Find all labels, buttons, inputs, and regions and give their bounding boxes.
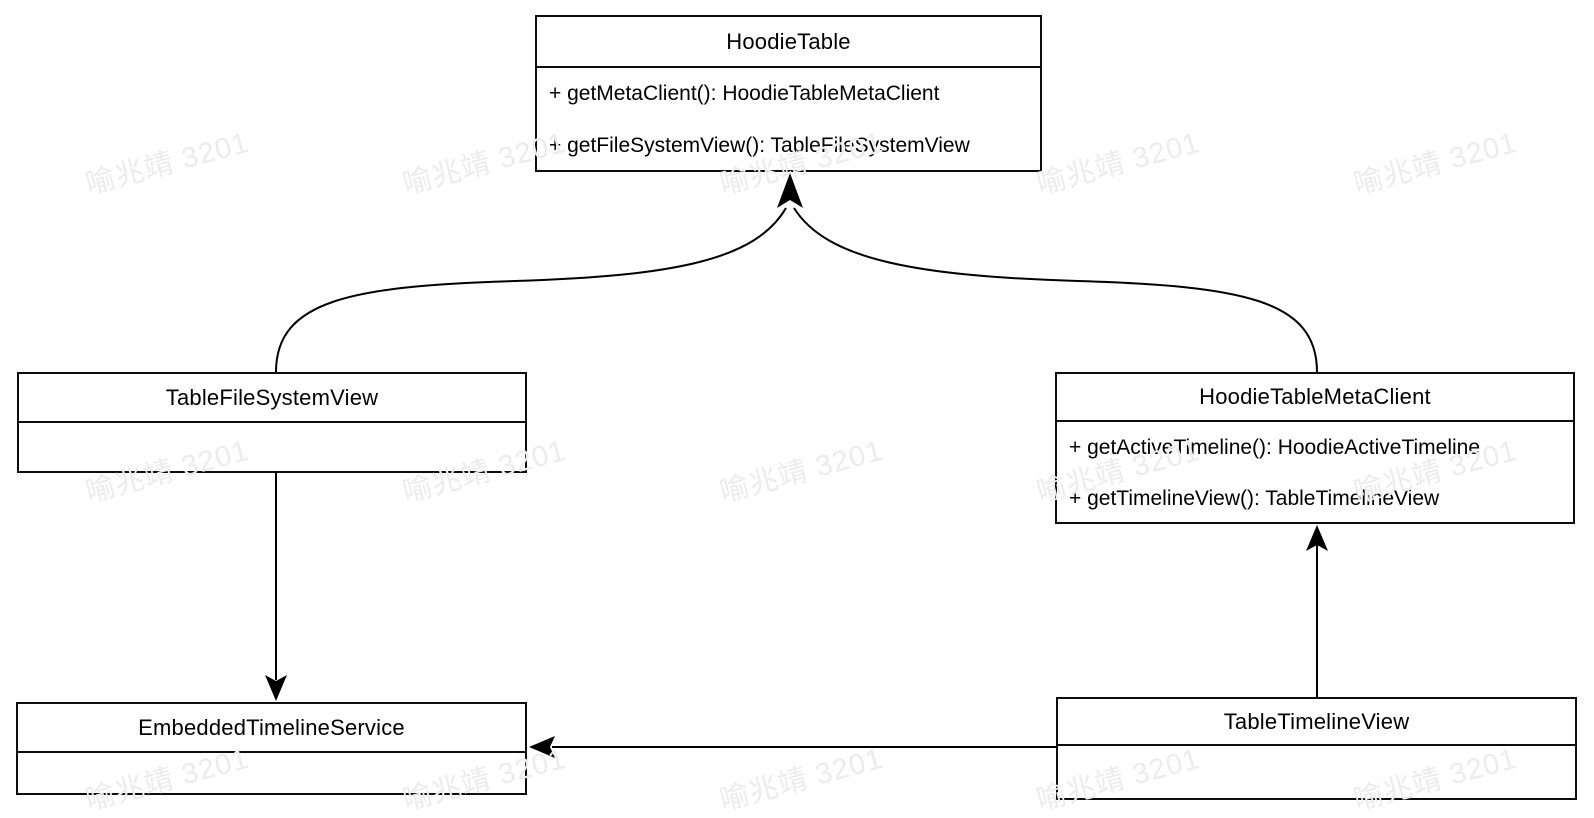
class-tablefilesystemview: TableFileSystemView	[17, 372, 527, 473]
method-getactivetimeline: + getActiveTimeline(): HoodieActiveTimel…	[1069, 435, 1481, 459]
watermark-text: 喻兆靖 3201	[716, 434, 887, 510]
class-embeddedtimelineservice: EmbeddedTimelineService	[16, 702, 527, 795]
method-getfilesystemview: + getFileSystemView(): TableFileSystemVi…	[549, 134, 970, 157]
watermark-text: 喻兆靖 3201	[82, 126, 253, 202]
watermark-text: 喻兆靖 3201	[1033, 126, 1204, 202]
arrowhead-to-embeddedtimelineservice-top	[265, 675, 287, 701]
watermark-text: 喻兆靖 3201	[716, 742, 887, 818]
class-tabletimelineview: TableTimelineView	[1056, 697, 1577, 800]
class-hoodietable-name: HoodieTable	[537, 17, 1040, 68]
class-hoodietablemetaclient-methods: + getActiveTimeline(): HoodieActiveTimel…	[1057, 422, 1573, 524]
class-hoodietable: HoodieTable + getMetaClient(): HoodieTab…	[535, 15, 1042, 172]
class-hoodietablemetaclient-name: HoodieTableMetaClient	[1057, 374, 1573, 422]
method-gettimelineview: + getTimelineView(): TableTimelineView	[1069, 486, 1440, 510]
arrowhead-to-embeddedtimelineservice-right	[529, 736, 555, 758]
edge-hoodietablemetaclient-to-hoodietable	[793, 207, 1318, 373]
edge-tablefilesystemview-to-hoodietable	[275, 207, 787, 373]
arrowhead-to-hoodietable	[777, 173, 803, 208]
class-tabletimelineview-name: TableTimelineView	[1058, 699, 1575, 746]
class-embeddedtimelineservice-name: EmbeddedTimelineService	[18, 704, 525, 753]
watermark-text: 喻兆靖 3201	[1350, 126, 1521, 202]
class-hoodietablemetaclient: HoodieTableMetaClient + getActiveTimelin…	[1055, 372, 1575, 524]
arrowhead-to-hoodietablemetaclient-bottom	[1306, 525, 1328, 551]
class-tablefilesystemview-name: TableFileSystemView	[19, 374, 525, 423]
method-getmetaclient: + getMetaClient(): HoodieTableMetaClient	[549, 82, 940, 105]
class-hoodietable-methods: + getMetaClient(): HoodieTableMetaClient…	[537, 68, 1040, 172]
